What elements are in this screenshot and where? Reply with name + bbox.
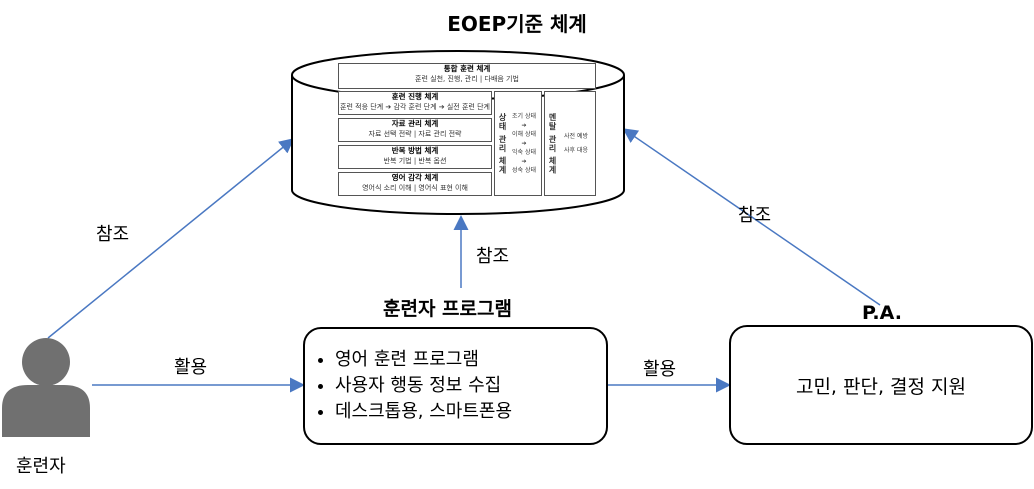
state-step: 성숙 상태 bbox=[512, 167, 536, 174]
material-system-title: 자료 관리 체계 bbox=[391, 119, 439, 128]
edge-label-trainee-ref: 참조 bbox=[96, 224, 130, 245]
program-box: 영어 훈련 프로그램 사용자 행동 정보 수집 데스크톱용, 스마트폰용 bbox=[303, 327, 608, 445]
database-content: 통합 훈련 체계 훈련 실천, 진행, 관리 | 다배음 기법 훈련 진행 체계… bbox=[338, 63, 596, 201]
state-arrow-icon: ➔ bbox=[521, 140, 527, 147]
sense-system-title: 영어 감각 체계 bbox=[391, 173, 439, 182]
state-arrow-icon: ➔ bbox=[521, 122, 527, 129]
edge-label-trainee-use: 활용 bbox=[174, 357, 208, 378]
program-feature-list: 영어 훈련 프로그램 사용자 행동 정보 수집 데스크톱용, 스마트폰용 bbox=[305, 347, 512, 425]
mental-item: 사전 예방 bbox=[564, 132, 588, 140]
sense-system-cell: 영어 감각 체계 영어식 소리 이해 | 영어식 표현 이해 bbox=[338, 172, 492, 196]
edge-label-program-ref: 참조 bbox=[476, 246, 510, 267]
mental-item: 사후 대응 bbox=[564, 146, 588, 154]
sense-system-desc: 영어식 소리 이해 | 영어식 표현 이해 bbox=[362, 184, 468, 192]
pa-description: 고민, 판단, 결정 지원 bbox=[795, 375, 967, 398]
repeat-system-desc: 반복 기법 | 반복 옵션 bbox=[383, 157, 447, 165]
arrow-pa-to-db bbox=[622, 128, 881, 306]
program-feature-item: 데스크톱용, 스마트폰용 bbox=[335, 399, 512, 425]
person-icon bbox=[2, 338, 90, 437]
program-title: 훈련자 프로그램 bbox=[383, 298, 512, 320]
pa-box: 고민, 판단, 결정 지원 bbox=[729, 325, 1033, 445]
edge-label-program-use: 활용 bbox=[643, 359, 677, 380]
repeat-system-title: 반복 방법 체계 bbox=[391, 146, 439, 155]
integrated-training-desc: 훈련 실천, 진행, 관리 | 다배음 기법 bbox=[415, 75, 519, 83]
integrated-training-cell: 통합 훈련 체계 훈련 실천, 진행, 관리 | 다배음 기법 bbox=[338, 63, 596, 89]
material-system-cell: 자료 관리 체계 자료 선택 전략 | 자료 관리 전략 bbox=[338, 118, 492, 142]
progress-system-cell: 훈련 진행 체계 훈련 적응 단계 ➔ 감각 훈련 단계 ➔ 실전 훈련 단계 bbox=[338, 91, 492, 115]
state-system-title: 상태 관리 체계 bbox=[498, 112, 507, 175]
state-step: 이해 상태 bbox=[512, 131, 536, 138]
progress-system-desc: 훈련 적응 단계 ➔ 감각 훈련 단계 ➔ 실전 훈련 단계 bbox=[340, 103, 490, 111]
program-feature-item: 영어 훈련 프로그램 bbox=[335, 347, 512, 373]
integrated-training-title: 통합 훈련 체계 bbox=[443, 64, 491, 73]
arrow-trainee-to-db bbox=[47, 138, 295, 339]
state-step: 조기 상태 bbox=[512, 113, 536, 120]
mental-system-title: 멘탈 관리 체계 bbox=[548, 112, 557, 175]
program-feature-item: 사용자 행동 정보 수집 bbox=[335, 373, 512, 399]
state-arrow-icon: ➔ bbox=[521, 158, 527, 165]
material-system-desc: 자료 선택 전략 | 자료 관리 전략 bbox=[368, 130, 462, 138]
progress-system-title: 훈련 진행 체계 bbox=[391, 92, 439, 101]
repeat-system-cell: 반복 방법 체계 반복 기법 | 반복 옵션 bbox=[338, 145, 492, 169]
state-step: 익숙 상태 bbox=[512, 149, 536, 156]
diagram-title: EOEP기준 체계 bbox=[447, 12, 587, 36]
pa-title: P.A. bbox=[862, 302, 902, 324]
trainee-label: 훈련자 bbox=[16, 456, 66, 477]
state-system-cell: 상태 관리 체계 조기 상태 ➔ 이해 상태 ➔ 익숙 상태 ➔ 성숙 상태 bbox=[494, 91, 542, 196]
mental-system-cell: 멘탈 관리 체계 사전 예방 사후 대응 bbox=[544, 91, 596, 196]
edge-label-pa-ref: 참조 bbox=[738, 205, 772, 226]
